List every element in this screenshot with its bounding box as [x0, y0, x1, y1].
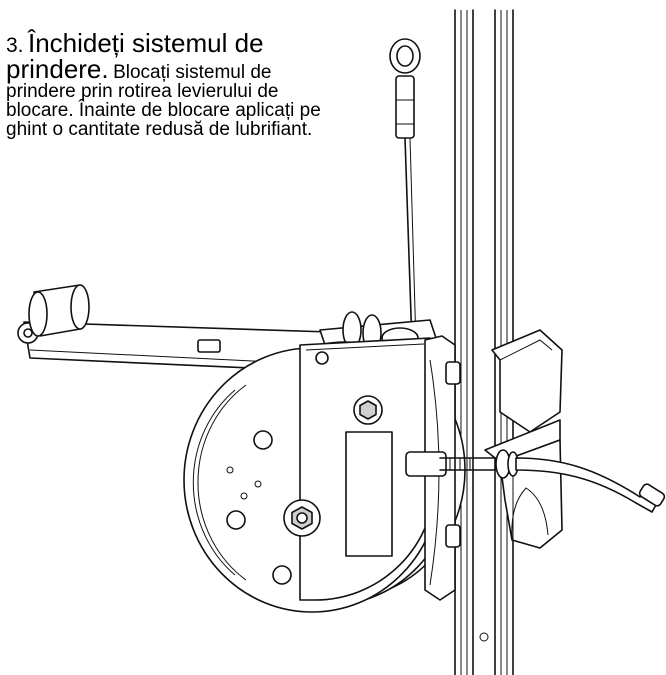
winch-side-plate	[283, 337, 436, 601]
step-number: 3.	[6, 34, 24, 57]
instruction-text: 3. Închideți sistemul de prindere. Bloca…	[6, 30, 346, 139]
vertical-rail	[454, 9, 514, 675]
step-title: Închideți sistemul de prindere.	[6, 28, 264, 84]
locking-lever	[405, 449, 666, 513]
rail-hole	[479, 632, 489, 642]
cable-with-eyelet	[389, 38, 421, 346]
step-body: Blocați sistemul de prindere prin rotire…	[6, 62, 321, 140]
